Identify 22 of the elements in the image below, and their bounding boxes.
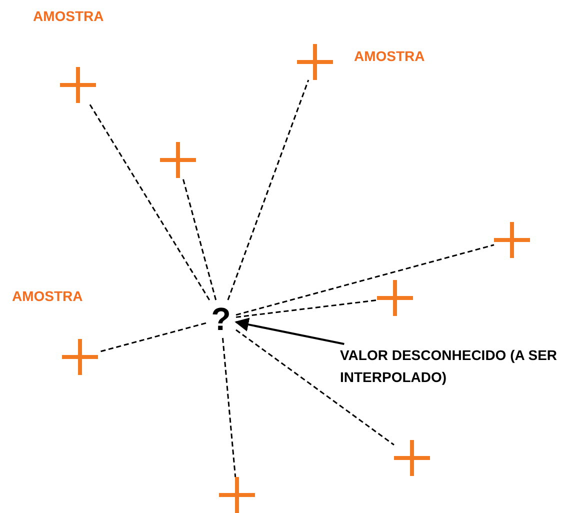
dashed-line <box>236 244 494 316</box>
cross-marker <box>394 440 430 476</box>
dashed-line <box>236 299 378 318</box>
cross-marker <box>494 222 530 258</box>
dashed-line <box>182 178 217 300</box>
sample-label: AMOSTRA <box>33 8 104 24</box>
question-mark: ? <box>206 300 236 338</box>
cross-marker <box>62 339 98 375</box>
cross-marker <box>297 44 333 80</box>
dashed-line <box>98 322 206 353</box>
cross-marker <box>160 142 196 178</box>
sample-label: AMOSTRA <box>12 288 83 304</box>
cross-marker <box>377 280 413 316</box>
annotation-text: VALOR DESCONHECIDO (A SER INTERPOLADO) <box>340 344 575 390</box>
dashed-line <box>88 102 210 300</box>
sample-label: AMOSTRA <box>354 48 425 64</box>
dashed-line <box>236 329 394 446</box>
dashed-line <box>227 80 310 300</box>
dashed-line <box>222 338 236 478</box>
cross-marker <box>60 67 96 103</box>
cross-marker <box>219 477 255 513</box>
arrow <box>234 318 344 345</box>
